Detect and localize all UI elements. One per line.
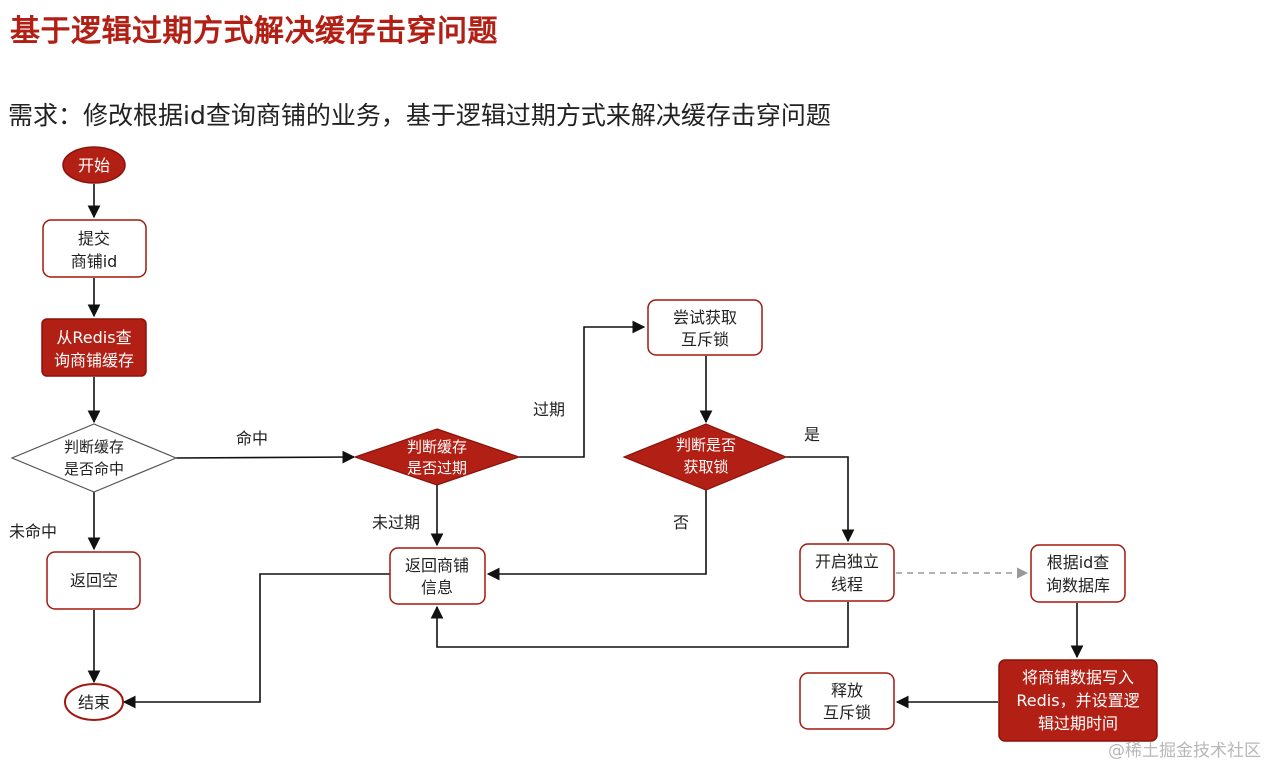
edge-label-no: 否 xyxy=(673,513,689,532)
edge-label-hit: 命中 xyxy=(236,429,268,448)
node-query-db: 根据id查 询数据库 xyxy=(1030,544,1126,603)
requirement-text: 需求：修改根据id查询商铺的业务，基于逻辑过期方式来解决缓存击穿问题 xyxy=(8,101,831,130)
node-check-expired-line2: 是否过期 xyxy=(407,459,467,477)
node-write-redis-line1: 将商铺数据写入 xyxy=(1022,668,1134,687)
node-start: 开始 xyxy=(62,146,126,184)
node-release-lock: 释放 互斥锁 xyxy=(799,672,895,730)
node-release-lock-line2: 互斥锁 xyxy=(823,703,871,722)
node-release-lock-line1: 释放 xyxy=(831,681,863,700)
node-check-hit-line1: 判断缓存 xyxy=(64,438,124,456)
node-start-thread-line2: 线程 xyxy=(831,575,863,594)
node-start-thread-line1: 开启独立 xyxy=(815,552,879,571)
edge-label-yes: 是 xyxy=(804,425,820,444)
edge-label-miss: 未命中 xyxy=(9,522,57,541)
node-try-lock-line2: 互斥锁 xyxy=(681,330,729,349)
node-query-redis-line2: 询商铺缓存 xyxy=(54,351,134,370)
node-write-redis-line2: Redis，并设置逻 xyxy=(1016,691,1139,710)
node-query-redis: 从Redis查 询商铺缓存 xyxy=(41,318,147,377)
node-end: 结束 xyxy=(64,683,124,721)
node-query-db-line2: 询数据库 xyxy=(1046,576,1110,595)
node-return-null: 返回空 xyxy=(46,551,141,610)
node-check-expired-line1: 判断缓存 xyxy=(407,438,467,456)
node-write-redis: 将商铺数据写入 Redis，并设置逻 辑过期时间 xyxy=(998,659,1158,742)
edge-return-end xyxy=(122,573,390,709)
node-return-null-label: 返回空 xyxy=(70,571,118,590)
edge-label-not-expired: 未过期 xyxy=(372,513,420,532)
node-check-expired: 判断缓存 是否过期 xyxy=(353,428,521,486)
edge-label-expired: 过期 xyxy=(533,400,565,419)
node-submit-line1: 提交 xyxy=(78,229,110,248)
edge-thread-return xyxy=(430,602,849,648)
edge-lock-yes-thread xyxy=(786,456,855,543)
node-query-redis-line1: 从Redis查 xyxy=(56,328,131,347)
node-check-lock-line2: 获取锁 xyxy=(683,458,728,476)
node-submit: 提交 商铺id xyxy=(42,219,147,278)
watermark: @稀土掘金技术社区 xyxy=(1108,741,1261,761)
node-check-lock: 判断是否 获取锁 xyxy=(622,423,788,491)
node-return-shop-line2: 信息 xyxy=(421,578,453,597)
node-end-label: 结束 xyxy=(78,693,110,712)
node-try-lock: 尝试获取 互斥锁 xyxy=(647,299,763,356)
node-submit-line2: 商铺id xyxy=(71,252,118,271)
edge-lock-no-return xyxy=(486,488,707,581)
node-start-label: 开始 xyxy=(78,156,110,175)
edge-hit-expired-check xyxy=(175,450,356,464)
node-query-db-line1: 根据id查 xyxy=(1047,553,1110,572)
edges xyxy=(87,184,1084,709)
node-check-hit: 判断缓存 是否命中 xyxy=(10,423,178,493)
page-title: 基于逻辑过期方式解决缓存击穿问题 xyxy=(10,14,498,49)
node-check-hit-line2: 是否命中 xyxy=(64,460,124,478)
node-start-thread: 开启独立 线程 xyxy=(799,543,895,602)
node-try-lock-line1: 尝试获取 xyxy=(673,308,737,327)
node-check-lock-line1: 判断是否 xyxy=(676,436,736,454)
node-write-redis-line3: 辑过期时间 xyxy=(1038,714,1118,733)
node-return-shop: 返回商铺 信息 xyxy=(389,547,486,605)
node-return-shop-line1: 返回商铺 xyxy=(405,556,469,575)
edge-expired-try-lock xyxy=(519,320,646,458)
